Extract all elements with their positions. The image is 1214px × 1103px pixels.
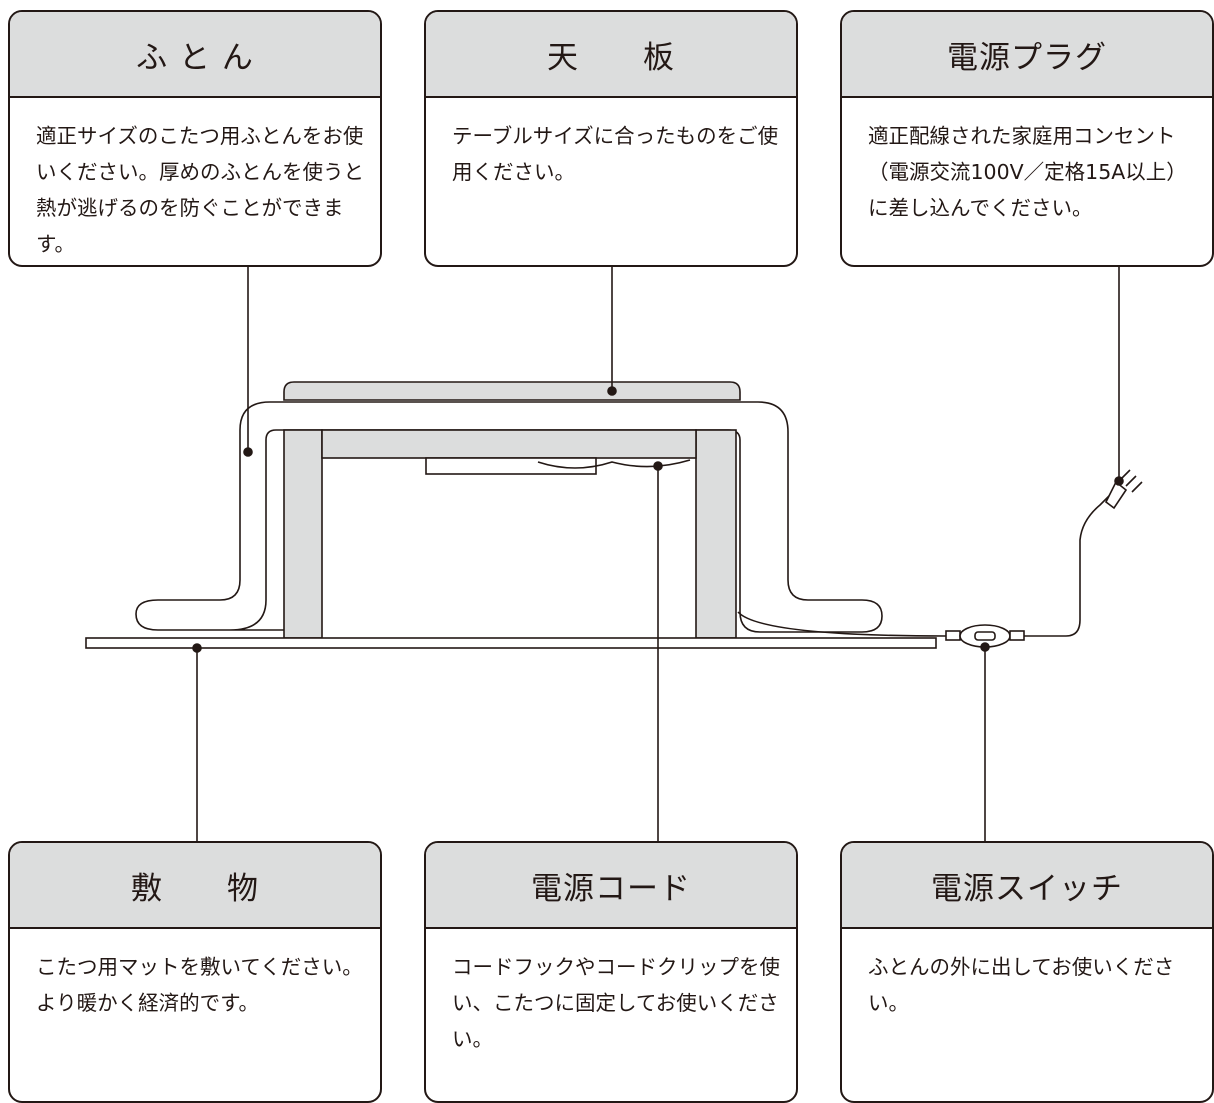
- switch-card: 電源スイッチ ふとんの外に出してお使いください。: [840, 841, 1214, 1103]
- left-leg: [283, 429, 323, 639]
- frame-beam: [321, 429, 697, 459]
- right-leg: [695, 429, 737, 639]
- futon: [135, 401, 883, 633]
- plug: [1104, 480, 1128, 510]
- tabletop-card: 天 板 テーブルサイズに合ったものをご使用ください。: [424, 10, 798, 267]
- cord-text: コードフックやコードクリップを使い、こたつに固定してお使いください。: [452, 955, 780, 1051]
- switch-text: ふとんの外に出してお使いください。: [868, 955, 1175, 1015]
- plug-cord: [1024, 494, 1111, 637]
- plug-title: 電源プラグ: [842, 12, 1212, 98]
- plug-card: 電源プラグ 適正配線された家庭用コンセント（電源交流100V／定格15A以上）に…: [840, 10, 1214, 267]
- futon-title: ふ と ん: [10, 12, 380, 98]
- cord-card: 電源コード コードフックやコードクリップを使い、こたつに固定してお使いください。: [424, 841, 798, 1103]
- switch-title: 電源スイッチ: [842, 843, 1212, 929]
- mat: [85, 637, 937, 649]
- power-cord: [737, 611, 947, 637]
- futon-text: 適正サイズのこたつ用ふとんをお使いください。厚めのふとんを使うと熱が逃げるのを防…: [36, 124, 364, 256]
- cord-coil: [537, 459, 691, 469]
- plug-text: 適正配線された家庭用コンセント（電源交流100V／定格15A以上）に差し込んでく…: [868, 124, 1187, 220]
- heater-unit: [425, 457, 597, 475]
- mat-text: こたつ用マットを敷いてください。より暖かく経済的です。: [36, 955, 363, 1015]
- cord-joint-right: [1009, 630, 1025, 641]
- cord-joint-left: [945, 630, 961, 641]
- tabletop-text: テーブルサイズに合ったものをご使用ください。: [452, 124, 779, 184]
- tabletop-title: 天 板: [426, 12, 796, 98]
- mat-title: 敷 物: [10, 843, 380, 929]
- mat-card: 敷 物 こたつ用マットを敷いてください。より暖かく経済的です。: [8, 841, 382, 1103]
- futon-card: ふ と ん 適正サイズのこたつ用ふとんをお使いください。厚めのふとんを使うと熱が…: [8, 10, 382, 267]
- switch-button: [974, 631, 996, 641]
- cord-title: 電源コード: [426, 843, 796, 929]
- tabletop: [283, 381, 741, 401]
